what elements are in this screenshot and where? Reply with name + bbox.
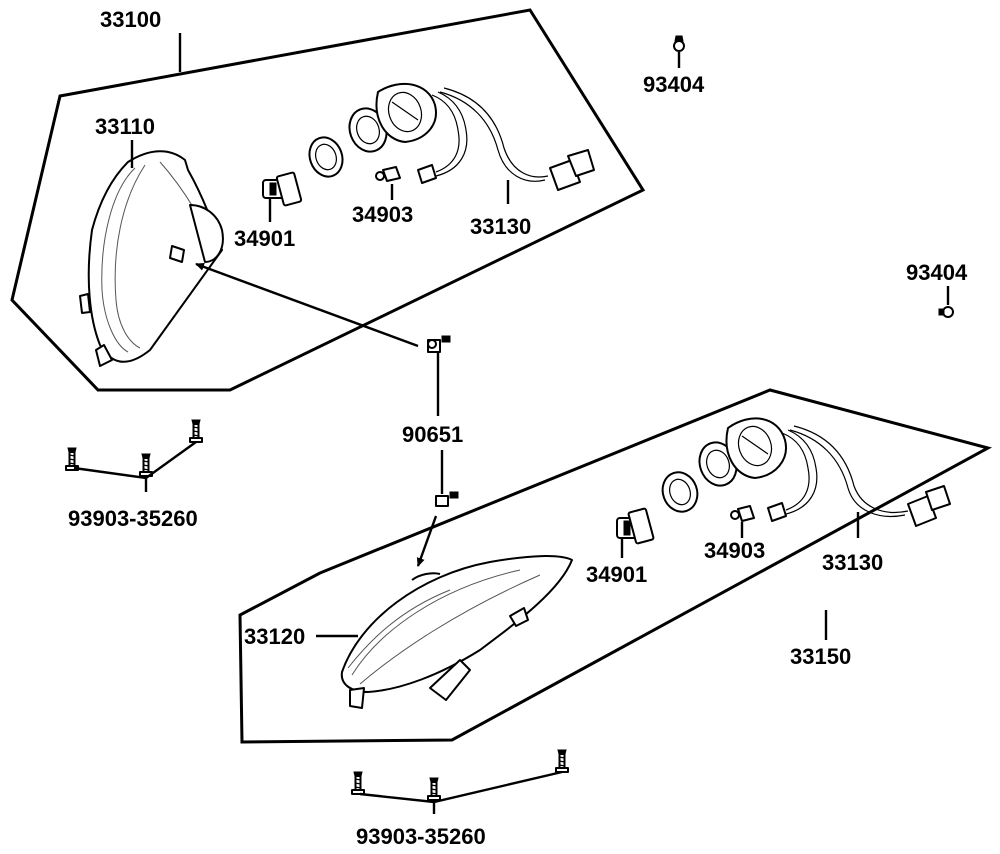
screw-lower-left: [351, 771, 365, 795]
lower-small-bulb: [730, 505, 755, 522]
label-bolt-right-mid: 93404: [906, 260, 968, 285]
bolt-top-right: [673, 35, 685, 52]
lower-arrow: [416, 515, 438, 567]
label-upper-main-bulb: 34901: [234, 226, 295, 251]
lower-headlight-lens: [340, 555, 573, 709]
upper-arrow: [195, 262, 419, 348]
screws-lower-group: [351, 749, 569, 814]
label-lower-small-bulb: 34903: [704, 538, 765, 563]
label-lower-lens: 33120: [244, 624, 305, 649]
label-lower-harness: 33130: [822, 550, 883, 575]
lower-assembly-outline: [238, 388, 993, 744]
label-lower-assembly: 33150: [790, 644, 851, 669]
bolt-right-mid: [938, 306, 954, 318]
label-upper-assembly: 33100: [100, 7, 161, 32]
label-upper-lens: 33110: [95, 114, 155, 139]
label-upper-small-bulb: 34903: [352, 202, 413, 227]
lower-main-bulb: [616, 507, 655, 545]
screw-lower-center: [427, 777, 441, 801]
screw-upper-right: [189, 419, 203, 443]
label-upper-harness: 33130: [470, 214, 531, 239]
label-screws-upper: 93903-35260: [68, 506, 198, 531]
label-screws-lower: 93903-35260: [356, 824, 486, 849]
screw-upper-left: [65, 447, 79, 471]
upper-wiring-harness: [417, 87, 595, 191]
upper-main-bulb: [262, 171, 303, 207]
screw-upper-center: [139, 453, 153, 477]
lower-wiring-harness: [767, 425, 951, 527]
label-bolt-top-right: 93404: [643, 72, 705, 97]
screws-upper-group: [65, 419, 203, 492]
label-lower-main-bulb: 34901: [586, 562, 647, 587]
lower-bulb-socket: [661, 417, 787, 513]
upper-headlight-lens: [79, 150, 224, 367]
upper-assembly-outline: [10, 8, 646, 392]
upper-small-bulb: [375, 166, 401, 182]
upper-bulb-socket: [308, 83, 437, 178]
adjuster-screw-bottom: [435, 491, 459, 507]
adjuster-screw-top: [427, 335, 451, 353]
label-adjuster-screw: 90651: [402, 422, 463, 447]
screw-lower-right: [555, 749, 569, 773]
